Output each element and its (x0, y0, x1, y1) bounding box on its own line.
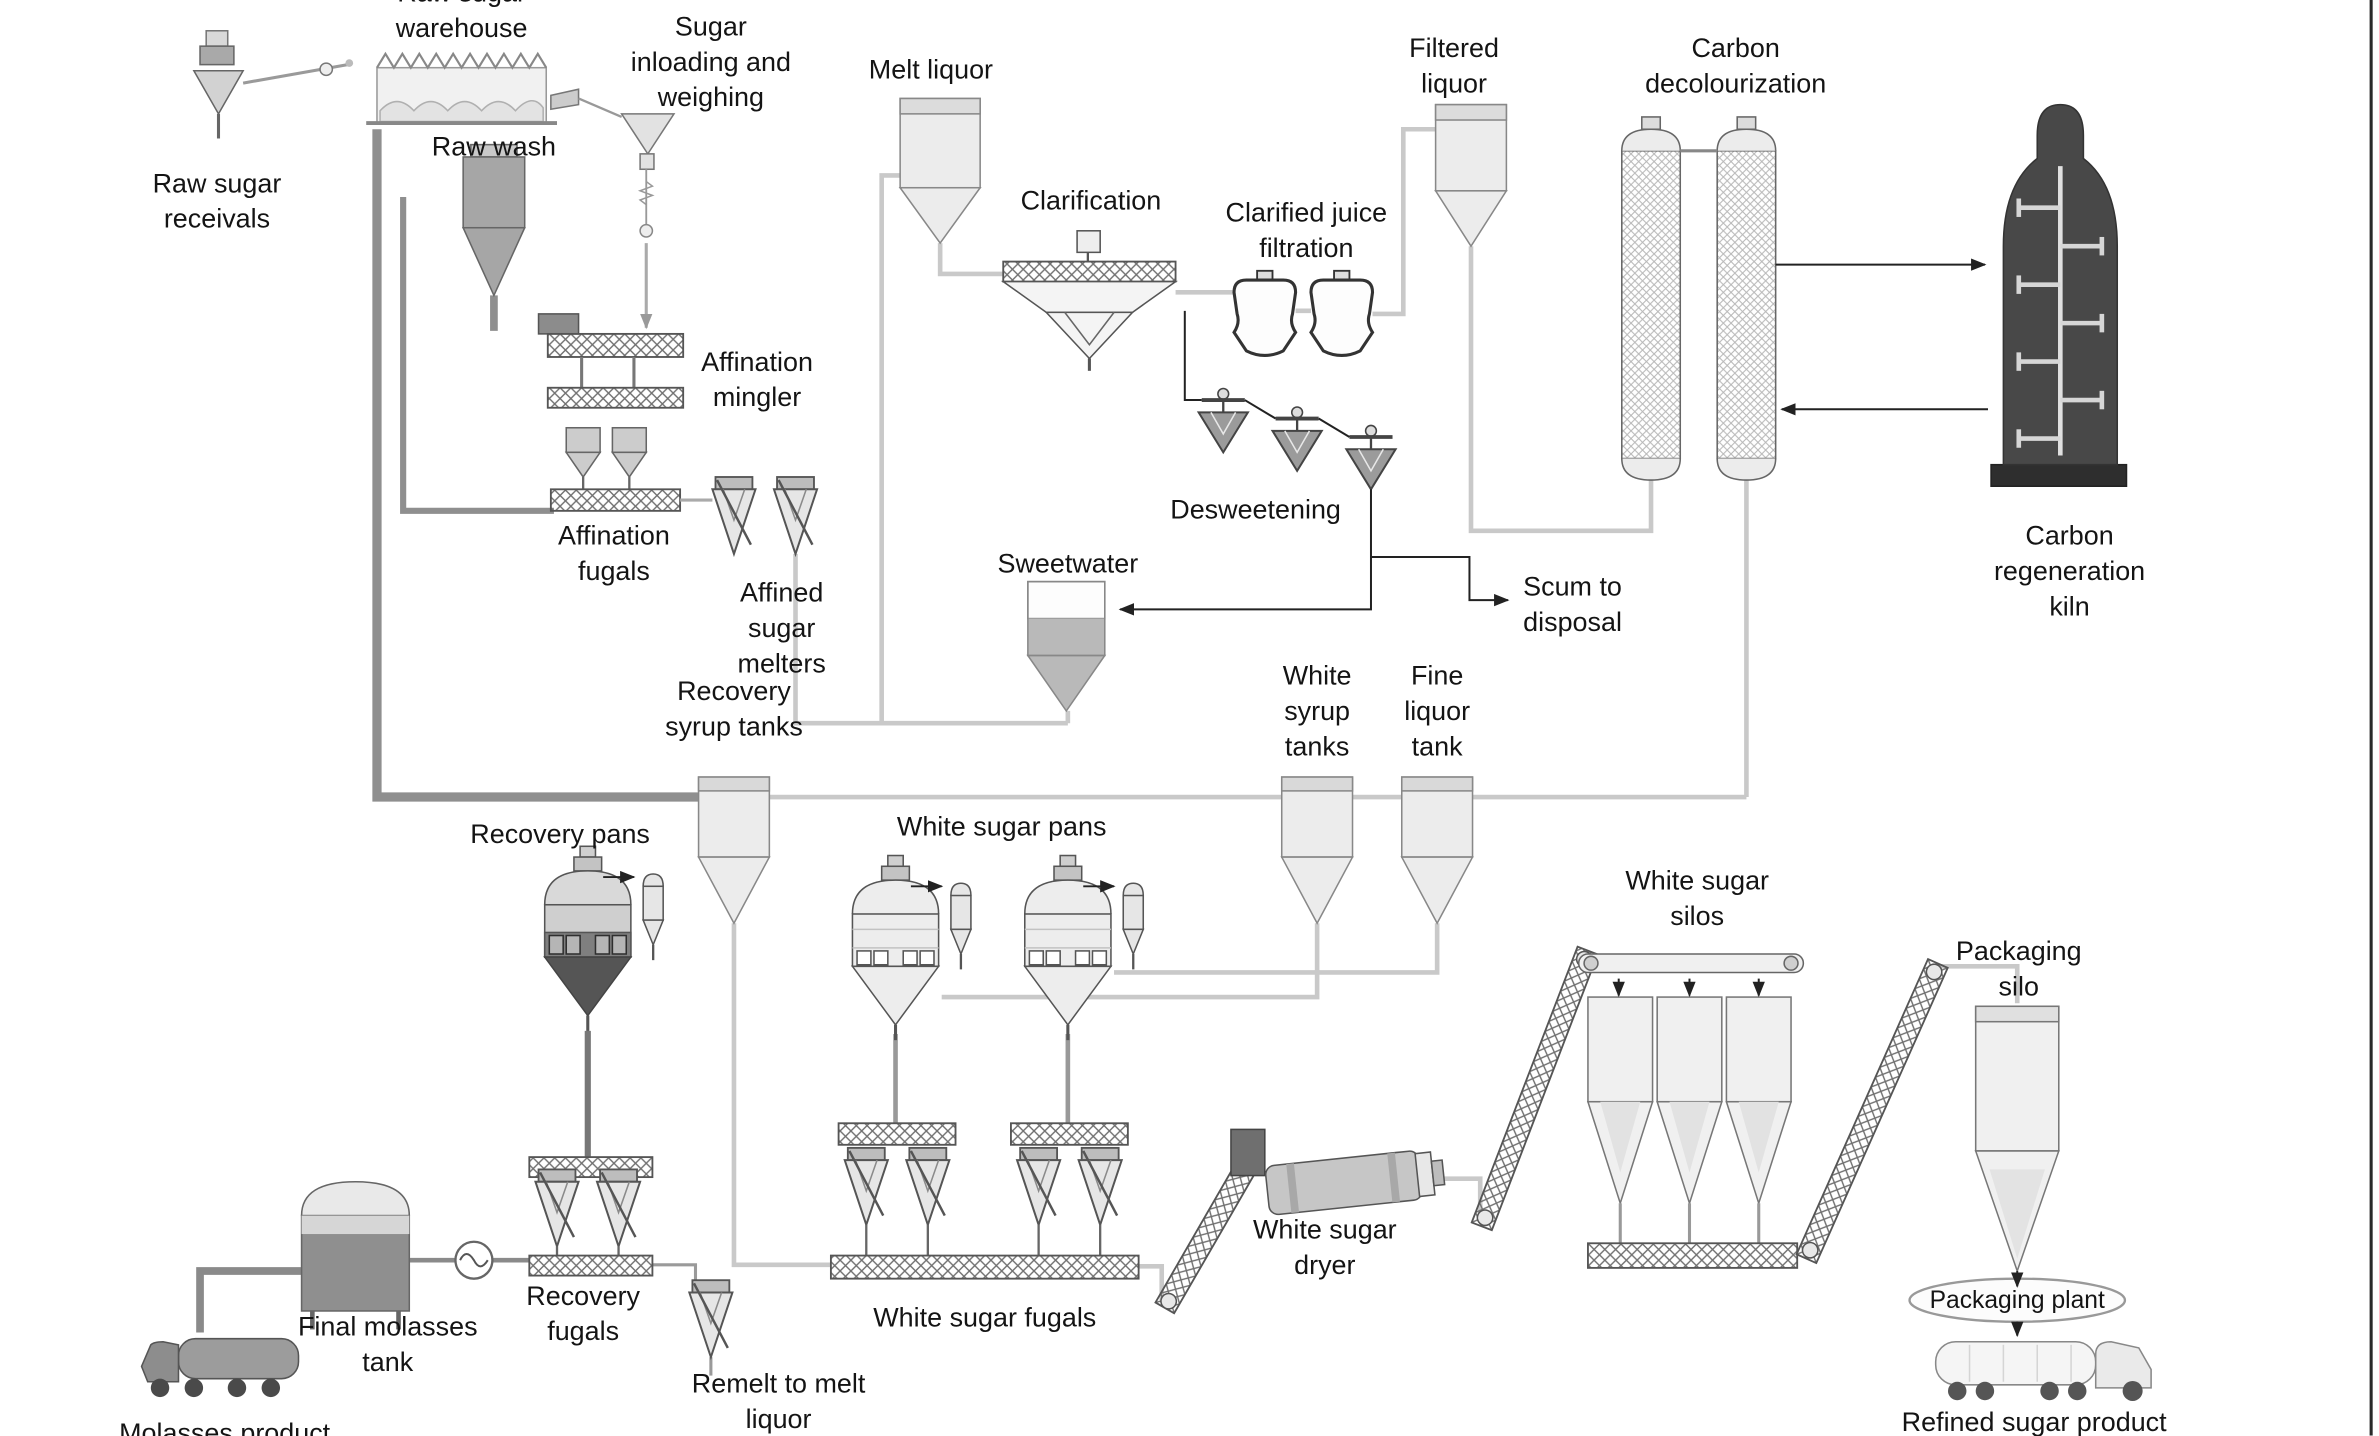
recovery-syrup-tank (697, 776, 771, 925)
white-sugar-dryer-unit (1154, 1128, 1446, 1315)
label-affined-sugar-melters: Affined sugar melters (737, 577, 826, 678)
label-recovery-pans: Recovery pans (470, 818, 650, 850)
label-packaging-plant: Packaging plant (1929, 1287, 2105, 1315)
label-recovery-fugals: Recovery fugals (526, 1280, 641, 1346)
label-recovery-syrup-tanks: Recovery syrup tanks (665, 675, 803, 742)
label-clarified-juice-filtration: Clarified juice filtration (1225, 196, 1388, 263)
label-raw-sugar-receivals: Raw sugar receivals (152, 167, 282, 234)
fugal-icon (1015, 1146, 1062, 1227)
affination-mingler-unit (537, 313, 713, 512)
packaging-silo-vessel (1974, 1005, 2060, 1274)
label-white-syrup-tanks: White syrup tanks (1282, 660, 1352, 761)
raw-wash-hopper (461, 143, 526, 298)
flow-arrows (1118, 258, 2024, 1338)
label-sweetwater: Sweetwater (997, 547, 1139, 579)
white-sugar-silos-unit (1470, 945, 1949, 1269)
molasses-truck-icon (140, 1337, 300, 1398)
fugal-icon (772, 475, 819, 556)
sugar-inloading-weigher (550, 88, 676, 330)
label-molasses-product: Molasses product (119, 1417, 331, 1436)
label-scum-to-disposal: Scum to disposal (1523, 570, 1622, 637)
label-white-sugar-fugals: White sugar fugals (873, 1301, 1097, 1333)
label-melt-liquor: Melt liquor (868, 53, 994, 85)
final-molasses-tank-vessel (300, 1180, 411, 1330)
sweetwater-tank (1026, 580, 1107, 713)
scum-filter-icon (1196, 386, 1250, 455)
recovery-fugals-unit (528, 1156, 654, 1277)
fugal-icon (1077, 1146, 1123, 1227)
scum-filter-icon (1344, 423, 1398, 492)
process-pipes-dark (196, 129, 1071, 1376)
label-white-sugar-dryer: White sugar dryer (1252, 1214, 1397, 1280)
label-remelt-to-melt-liquor: Remelt to melt liquor (691, 1367, 866, 1434)
label-refined-sugar-product: Refined sugar product (1901, 1406, 2167, 1436)
label-final-molasses-tank: Final molasses tank (297, 1310, 478, 1377)
white-sugar-pan-1 (850, 854, 973, 1041)
label-carbon-regeneration-kiln: Carbon regeneration kiln (1993, 520, 2146, 621)
affination-fugals-unit (711, 475, 819, 556)
label-desweetening: Desweetening (1170, 493, 1341, 525)
fugal-icon (595, 1168, 642, 1248)
heat-exchanger (454, 1240, 494, 1280)
label-carbon-decolourization: Carbon decolourization (1645, 32, 1827, 99)
label-packaging-silo: Packaging silo (1955, 935, 2082, 1002)
process-pipes-light (731, 126, 2020, 1301)
label-sugar-inloading: Sugar inloading and weighing (630, 10, 791, 112)
label-filtered-liquor: Filtered liquor (1409, 32, 1499, 99)
carbon-regeneration-kiln-vessel (1990, 103, 2128, 487)
label-affination-mingler: Affination mingler (701, 346, 813, 412)
refined-sugar-truck-icon (1934, 1340, 2152, 1401)
white-syrup-tank (1280, 776, 1354, 925)
scum-filter-icon (1270, 405, 1324, 473)
label-raw-sugar-warehouse: Raw sugar warehouse (395, 0, 528, 43)
fugal-icon (843, 1146, 890, 1227)
fugal-icon (688, 1278, 734, 1359)
raw-sugar-receivals-unit (192, 30, 354, 139)
raw-sugar-warehouse-building (366, 51, 558, 126)
melt-liquor-tank (898, 97, 982, 245)
fugal-icon (711, 475, 757, 556)
white-sugar-fugals-unit (829, 1122, 1140, 1280)
desweetening-filters (1196, 386, 1398, 492)
fine-liquor-tank-vessel (1400, 776, 1474, 925)
label-white-sugar-silos: White sugar silos (1625, 864, 1770, 931)
label-fine-liquor-tank: Fine liquor tank (1404, 660, 1471, 761)
candle-filter-icon (1232, 269, 1298, 357)
label-white-sugar-pans: White sugar pans (896, 810, 1107, 842)
white-sugar-pan-2 (1023, 854, 1145, 1041)
candle-filter-icon (1309, 269, 1375, 357)
filtered-liquor-tank (1434, 103, 1508, 248)
label-raw-wash: Raw wash (431, 130, 557, 162)
label-affination-fugals: Affination fugals (558, 520, 670, 586)
remelt-fugal-unit (688, 1278, 734, 1359)
recovery-vacuum-pan (543, 845, 665, 1031)
carbon-decolourization-columns (1621, 116, 1777, 481)
fugal-icon (905, 1146, 951, 1227)
clarifier-unit (1000, 230, 1178, 371)
label-clarification: Clarification (1020, 184, 1162, 216)
fugal-icon (534, 1168, 580, 1248)
